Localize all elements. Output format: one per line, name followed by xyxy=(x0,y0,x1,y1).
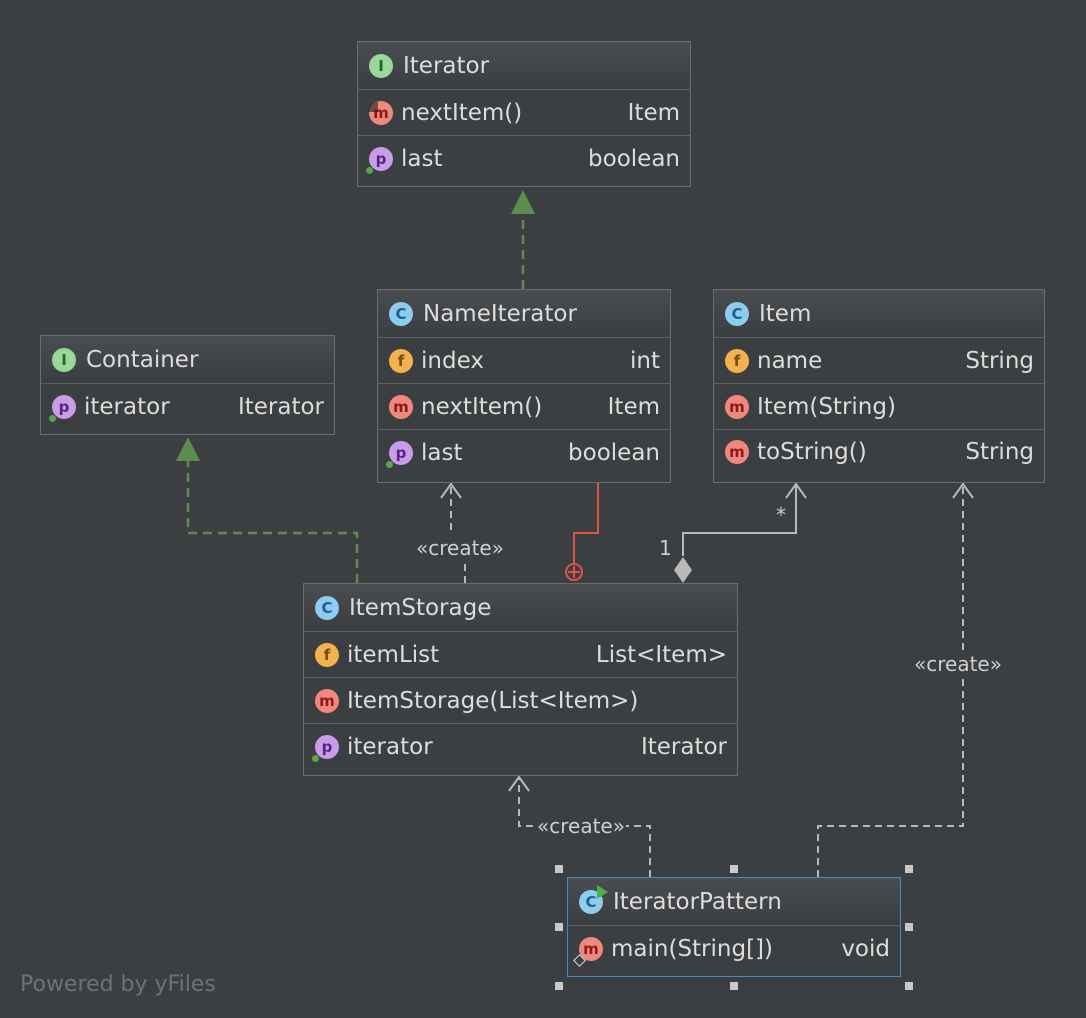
member-row[interactable]: m nextItem() Item xyxy=(358,90,690,135)
member-row[interactable]: p last boolean xyxy=(378,430,670,475)
create-label-itemstorage: «create» xyxy=(536,814,626,838)
abstract-method-icon: m xyxy=(368,100,393,125)
member-type: boolean xyxy=(568,439,660,466)
node-nameiterator-title: NameIterator xyxy=(423,300,577,327)
selection-handle[interactable] xyxy=(730,982,738,990)
create-label-nameiterator: «create» xyxy=(415,536,505,560)
member-type: String xyxy=(965,439,1034,465)
field-icon: f xyxy=(725,348,749,373)
static-method-icon: m xyxy=(573,936,603,967)
member-row[interactable]: f index int xyxy=(378,338,670,383)
member-type: int xyxy=(630,347,660,374)
selection-handle[interactable] xyxy=(730,865,738,873)
member-name: name xyxy=(757,347,823,374)
member-name: Item(String) xyxy=(757,393,896,420)
member-type: Item xyxy=(607,393,660,420)
node-iteratorpattern[interactable]: C IteratorPattern m main(String[]) void xyxy=(567,877,901,977)
edge-realization-nameiterator-iterator xyxy=(511,190,535,289)
powered-by-footer: Powered by yFiles xyxy=(20,972,216,997)
node-container-title: Container xyxy=(86,346,199,373)
member-row[interactable]: m nextItem() Item xyxy=(378,384,670,429)
create-label-nameiterator-text: «create» xyxy=(415,536,505,560)
node-nameiterator-header: C NameIterator xyxy=(378,290,670,338)
selection-handle[interactable] xyxy=(555,865,563,873)
interface-icon: I xyxy=(369,53,393,78)
member-row[interactable]: p last boolean xyxy=(358,136,690,181)
member-row[interactable]: f itemList List<Item> xyxy=(304,632,737,677)
member-row[interactable]: m Item(String) xyxy=(714,384,1044,429)
node-item[interactable]: C Item f name String m Item(String) m to… xyxy=(713,289,1045,483)
selection-handle[interactable] xyxy=(905,923,913,931)
member-name: itemList xyxy=(347,641,440,668)
member-row[interactable]: m ItemStorage(List<Item>) xyxy=(304,678,737,723)
member-name: ItemStorage(List<Item>) xyxy=(347,687,639,714)
interface-icon: I xyxy=(52,347,76,372)
class-icon: C xyxy=(389,301,413,326)
member-row[interactable]: p iterator Iterator xyxy=(41,384,334,429)
member-name: index xyxy=(421,347,484,374)
node-item-header: C Item xyxy=(714,290,1044,338)
method-icon: m xyxy=(725,440,749,464)
member-name: last xyxy=(401,145,443,172)
method-icon: m xyxy=(315,688,339,713)
edge-innerclass-nameiterator-itemstorage xyxy=(565,483,599,581)
field-icon: f xyxy=(389,348,413,373)
node-iteratorpattern-title: IteratorPattern xyxy=(613,888,782,915)
member-type: Item xyxy=(627,99,680,126)
field-icon: f xyxy=(315,642,339,667)
node-nameiterator[interactable]: C NameIterator f index int m nextItem() … xyxy=(377,289,671,483)
node-iterator-header: I Iterator xyxy=(358,42,690,90)
member-type: Iterator xyxy=(237,393,324,420)
node-itemstorage-header: C ItemStorage xyxy=(304,584,737,632)
runnable-class-icon: C xyxy=(579,884,608,914)
method-icon: m xyxy=(389,394,413,419)
member-name: iterator xyxy=(84,393,170,420)
edge-composition-itemstorage-item xyxy=(674,482,807,583)
node-iterator[interactable]: I Iterator m nextItem() Item p last bool… xyxy=(357,41,691,187)
member-type: String xyxy=(965,347,1034,374)
create-label-itemstorage-text: «create» xyxy=(536,814,626,838)
member-type: void xyxy=(841,935,890,962)
node-container[interactable]: I Container p iterator Iterator xyxy=(40,335,335,435)
node-itemstorage-title: ItemStorage xyxy=(349,594,492,621)
property-icon: p xyxy=(366,146,393,174)
member-name: toString() xyxy=(757,439,867,465)
edge-create-iteratorpattern-itemstorage xyxy=(508,775,651,877)
multiplicity-many: * xyxy=(776,503,786,527)
selection-handle[interactable] xyxy=(905,982,913,990)
edge-create-iteratorpattern-item xyxy=(817,482,974,877)
member-name: nextItem() xyxy=(401,99,523,126)
member-type: boolean xyxy=(588,145,680,172)
edge-realization-itemstorage-container xyxy=(176,437,359,583)
node-iterator-title: Iterator xyxy=(403,52,490,79)
selection-handle[interactable] xyxy=(555,923,563,931)
create-label-item: «create» xyxy=(913,652,1003,676)
property-icon: p xyxy=(49,394,76,422)
class-icon: C xyxy=(725,301,749,326)
node-iteratorpattern-header: C IteratorPattern xyxy=(568,878,900,926)
method-icon: m xyxy=(725,394,749,419)
member-name: last xyxy=(421,439,463,466)
property-icon: p xyxy=(312,734,339,762)
member-row[interactable]: m toString() String xyxy=(714,429,1044,474)
member-type: List<Item> xyxy=(595,641,727,668)
edge-create-itemstorage-nameiterator xyxy=(440,482,466,583)
property-icon: p xyxy=(386,440,413,468)
selection-handle[interactable] xyxy=(555,982,563,990)
member-row[interactable]: f name String xyxy=(714,338,1044,383)
node-item-title: Item xyxy=(759,300,812,327)
member-type: Iterator xyxy=(640,733,727,760)
class-icon: C xyxy=(315,595,339,620)
multiplicity-one: 1 xyxy=(659,536,672,560)
member-row[interactable]: p iterator Iterator xyxy=(304,724,737,769)
member-name: nextItem() xyxy=(421,393,543,420)
create-label-item-text: «create» xyxy=(913,652,1003,676)
node-itemstorage[interactable]: C ItemStorage f itemList List<Item> m It… xyxy=(303,583,738,776)
member-name: main(String[]) xyxy=(611,935,773,962)
member-name: iterator xyxy=(347,733,433,760)
member-row[interactable]: m main(String[]) void xyxy=(568,926,900,971)
node-container-header: I Container xyxy=(41,336,334,384)
selection-handle[interactable] xyxy=(905,865,913,873)
